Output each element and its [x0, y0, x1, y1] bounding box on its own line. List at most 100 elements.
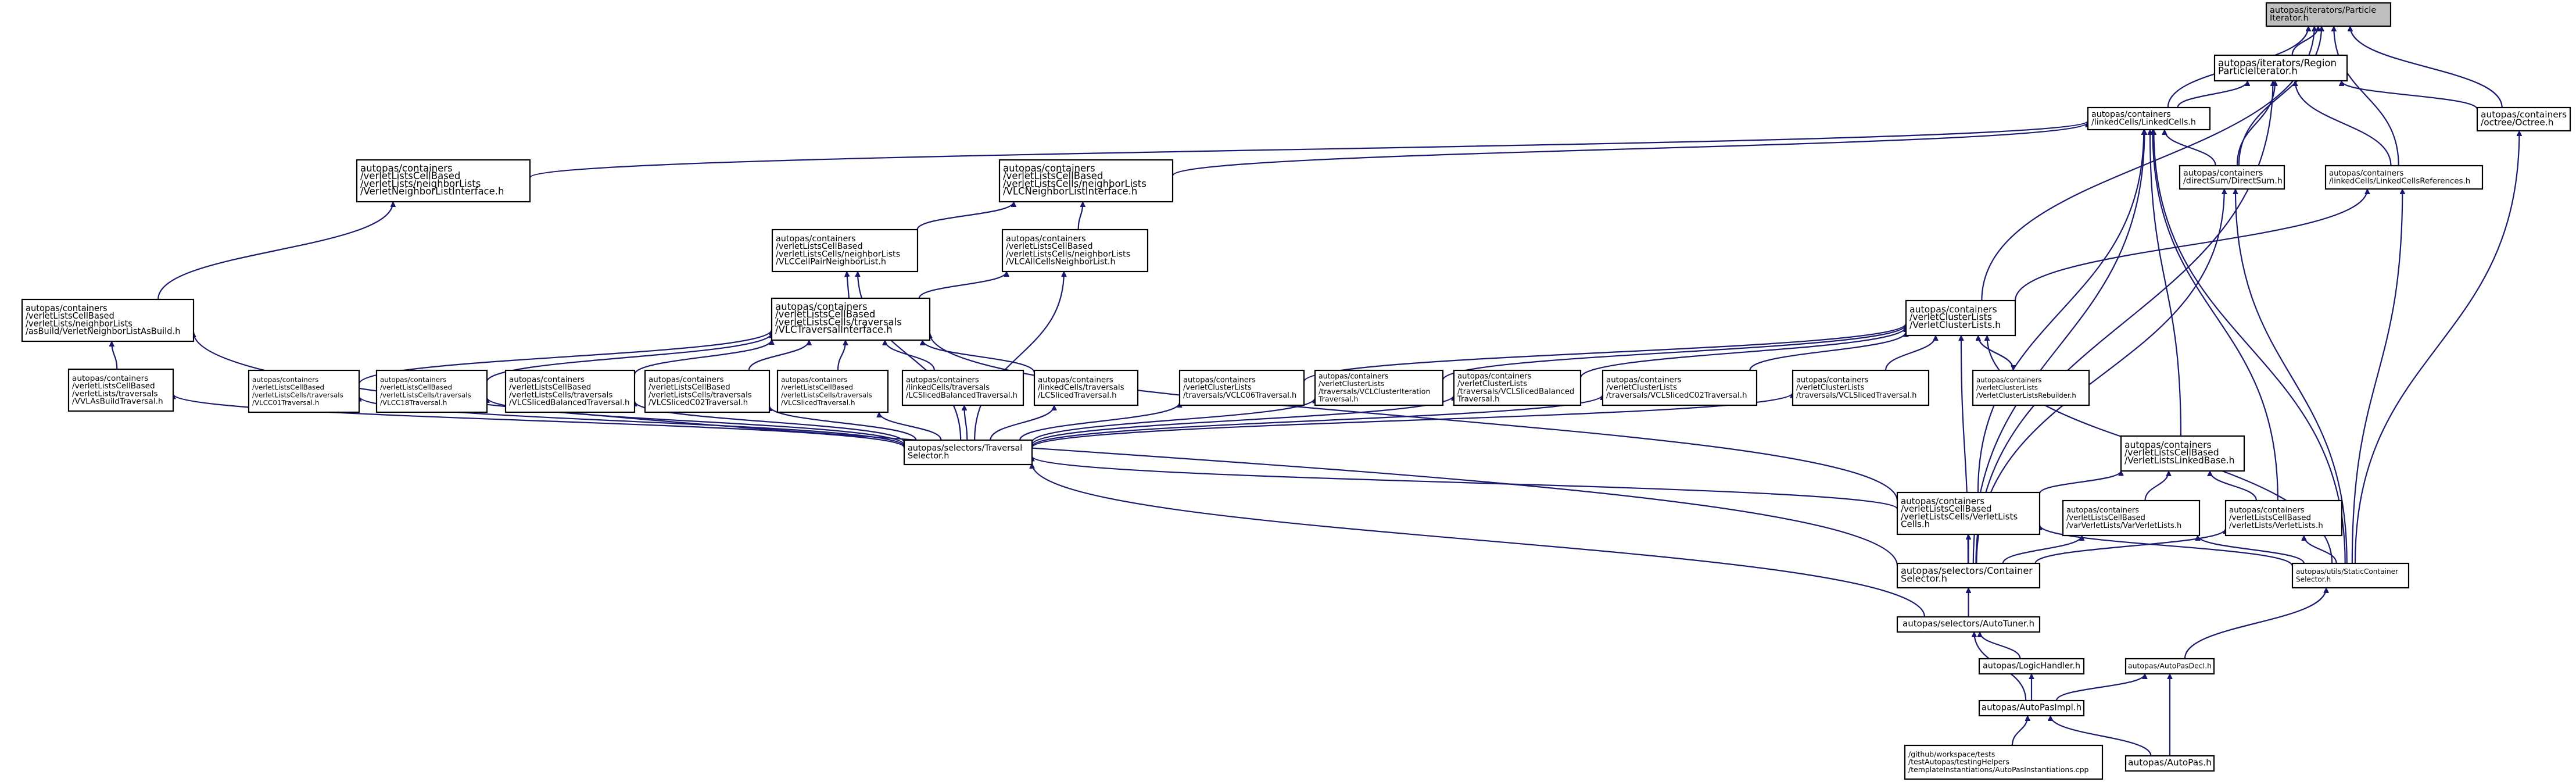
file-node[interactable]: autopas/containers/verletListsCellBased/…: [67, 368, 174, 412]
file-node-box: [2124, 755, 2215, 772]
file-node-label: autopas/containers: [26, 303, 108, 313]
file-node[interactable]: autopas/containers/verletClusterLists/Ve…: [1972, 369, 2090, 406]
file-node-box: [998, 159, 1174, 203]
include-edge: [974, 272, 1064, 441]
include-edge: [633, 339, 772, 375]
file-node[interactable]: autopas/selectors/AutoTuner.h: [1896, 616, 2041, 633]
file-node-label: autopas/containers: [1003, 163, 1095, 174]
file-node-label: /linkedCells/LinkedCellsReferences.h: [2329, 177, 2470, 185]
file-node-label: /varVerletLists/VarVerletLists.h: [2066, 522, 2181, 530]
file-node[interactable]: autopas/containers/verletClusterLists/tr…: [1314, 369, 1444, 406]
file-node-box: [1453, 369, 1582, 406]
file-node-box: [901, 369, 1024, 406]
file-node-box: [375, 369, 488, 413]
include-edge: [918, 271, 1006, 299]
file-node[interactable]: autopas/containers/verletListsCellBased/…: [644, 369, 771, 413]
file-node-box: [67, 368, 174, 412]
file-node[interactable]: autopas/containers/verletListsCellBased/…: [504, 369, 636, 413]
include-edge: [2236, 81, 2275, 166]
file-node-label: /verletListsCellBased: [72, 381, 155, 391]
file-node-label: autopas/containers: [2066, 506, 2139, 515]
file-node-label: autopas/containers: [1901, 496, 1984, 506]
include-edge: [2177, 80, 2248, 108]
file-node[interactable]: autopas/containers/verletListsCellBased/…: [1001, 228, 1149, 273]
file-node-box: [2087, 106, 2211, 131]
file-node[interactable]: autopas/containers/verletClusterLists/tr…: [1602, 369, 1758, 406]
file-node[interactable]: autopas/LogicHandler.h: [1978, 658, 2085, 675]
file-node[interactable]: autopas/containers/linkedCells/LinkedCel…: [2324, 165, 2484, 190]
include-edge: [2040, 524, 2294, 567]
file-node-label: /VerletClusterLists.h: [1909, 319, 2001, 330]
include-edge: [2198, 535, 2305, 564]
file-node-label: /verletClusterLists: [1909, 312, 1992, 323]
file-node[interactable]: autopas/containers/verletListsCellBased/…: [356, 159, 531, 203]
file-node[interactable]: autopas/AutoPasDecl.h: [2124, 658, 2215, 675]
include-edge: [486, 333, 772, 383]
include-edge: [2291, 26, 2319, 56]
include-edge: [930, 333, 1898, 501]
include-edge: [1019, 402, 1180, 441]
file-node[interactable]: autopas/containers/directSum/DirectSum.h: [2179, 165, 2285, 190]
file-node-label: /verletClusterLists: [1183, 384, 1252, 392]
file-node[interactable]: autopas/containers/verletListsCellBased/…: [776, 369, 889, 413]
include-edge: [2014, 189, 2367, 301]
file-node[interactable]: autopas/containers/linkedCells/LinkedCel…: [2087, 106, 2211, 131]
include-edge: [157, 202, 393, 300]
file-node-box: [1314, 369, 1444, 406]
file-node-label: /directSum/DirectSum.h: [2183, 176, 2283, 185]
file-node-label: /verletListsCells/neighborLists: [1006, 249, 1130, 259]
file-node-box: [1905, 299, 2016, 337]
file-node-label: /linkedCells/traversals: [906, 384, 990, 392]
file-node[interactable]: autopas/containers/octree/Octree.h: [2476, 106, 2571, 132]
file-node[interactable]: autopas/iterators/RegionParticleIterator…: [2213, 54, 2348, 82]
file-node[interactable]: autopas/containers/verletListsCellBased/…: [248, 369, 360, 413]
file-node-label: /verletLists/neighborLists: [26, 319, 132, 328]
file-node[interactable]: autopas/containers/verletListsCellBased/…: [1896, 491, 2041, 535]
file-node[interactable]: autopas/containers/verletListsCellBased/…: [771, 297, 931, 341]
include-edge: [837, 340, 845, 371]
file-node[interactable]: autopas/AutoPas.h: [2124, 755, 2215, 772]
file-node[interactable]: /github/workspace/tests/testAutopas/test…: [1904, 744, 2104, 780]
include-edge: [879, 412, 942, 441]
include-edge: [2011, 715, 2027, 746]
file-node[interactable]: autopas/containers/verletListsCellBased/…: [2120, 435, 2245, 472]
file-node-box: [2120, 435, 2245, 472]
file-node-label: autopas/containers: [1606, 375, 1682, 384]
include-edge: [2152, 130, 2278, 501]
file-node[interactable]: autopas/AutoPasImpl.h: [1978, 699, 2085, 717]
file-node[interactable]: autopas/containers/verletClusterLists/tr…: [1178, 369, 1305, 406]
file-node-label: /traversals/VCLSlicedTraversal.h: [1796, 391, 1917, 400]
file-node[interactable]: autopas/containers/verletListsCellBased/…: [998, 159, 1174, 203]
file-node-label: Traversal.h: [1457, 395, 1499, 404]
file-node[interactable]: autopas/containers/linkedCells/traversal…: [1033, 369, 1139, 406]
file-node-label: /verletListsCells/traversals: [509, 390, 612, 399]
file-node[interactable]: autopas/containers/verletClusterLists/tr…: [1453, 369, 1582, 406]
file-node[interactable]: autopas/containers/linkedCells/traversal…: [901, 369, 1024, 406]
file-node-label: /VLCTraversalInterface.h: [775, 324, 893, 335]
include-edge: [1977, 335, 2013, 371]
file-node-label: /verletListsCells/traversals: [781, 391, 872, 399]
file-node[interactable]: autopas/containers/verletClusterLists/tr…: [1792, 369, 1930, 406]
file-node-label: /VerletClusterListsRebuilder.h: [1976, 391, 2076, 399]
file-node-label: /traversals/VCLSlicedC02Traversal.h: [1606, 391, 1747, 400]
file-node-box: [1178, 369, 1305, 406]
file-node-label: autopas/selectors/AutoTuner.h: [1903, 619, 2034, 629]
file-node-box: [1896, 562, 2041, 589]
file-node-box: [1978, 699, 2085, 717]
file-node-label: /verletListsCells/traversals: [775, 316, 902, 327]
root-file-node[interactable]: autopas/iterators/ParticleIterator.h: [2265, 2, 2392, 27]
file-node-label: /VLCC01Traversal.h: [252, 398, 319, 406]
file-node[interactable]: autopas/containers/verletListsCellBased/…: [375, 369, 488, 413]
file-node-label: Selector.h: [1901, 573, 1947, 584]
file-node[interactable]: autopas/containers/verletListsCellBased/…: [771, 228, 919, 273]
file-node-label: /verletClusterLists: [1606, 383, 1677, 392]
file-node-box: [2476, 106, 2571, 132]
file-node[interactable]: autopas/containers/verletListsCellBased/…: [2224, 499, 2343, 537]
file-node[interactable]: autopas/containers/verletClusterLists/Ve…: [1905, 299, 2016, 337]
file-node[interactable]: autopas/containers/verletListsCellBased/…: [2062, 499, 2201, 537]
file-node[interactable]: autopas/containers/verletListsCellBased/…: [21, 298, 195, 342]
